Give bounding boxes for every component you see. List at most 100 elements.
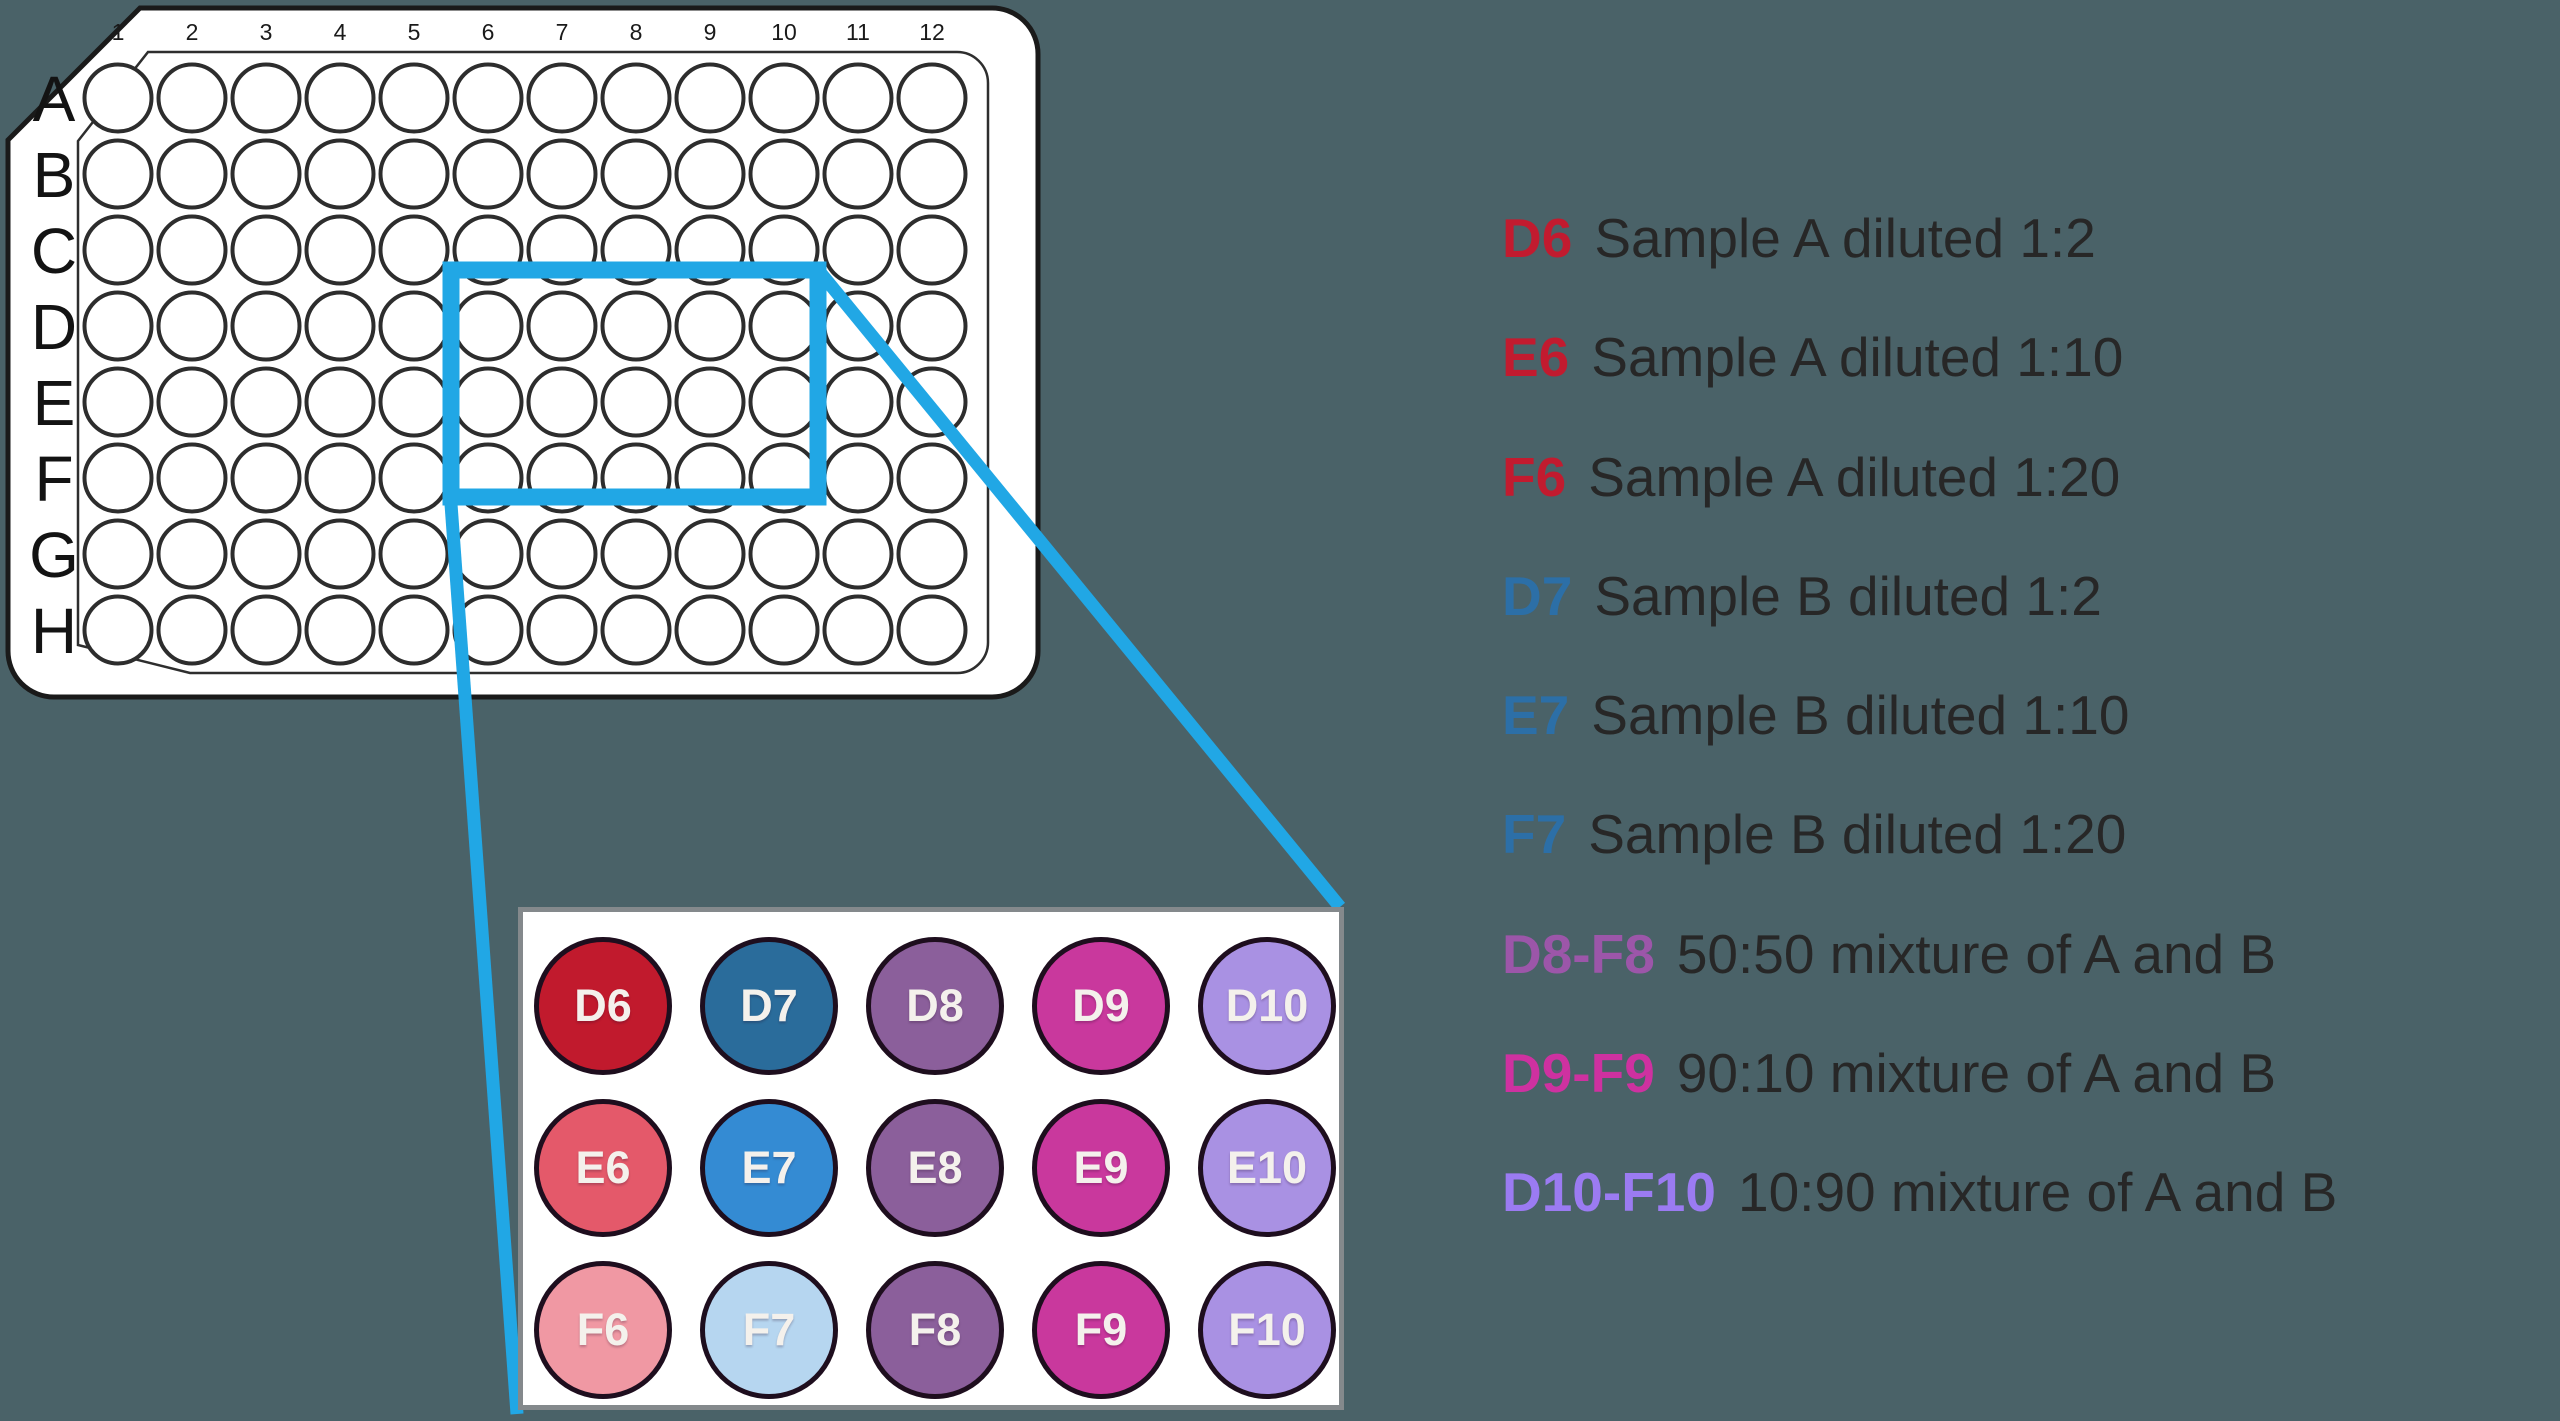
plate-well-G12 [896, 518, 968, 590]
plate-well-D12 [896, 290, 968, 362]
plate-well-B1 [82, 138, 154, 210]
connector-line-left [444, 503, 524, 1415]
plate-well-A10 [748, 62, 820, 134]
zoom-well-D6: D6 [534, 937, 672, 1075]
plate-well-E2 [156, 366, 228, 438]
plate-well-F12 [896, 442, 968, 514]
plate-well-G7 [526, 518, 598, 590]
plate-well-H5 [378, 594, 450, 666]
plate-wells-grid [82, 62, 968, 666]
highlight-rect [442, 261, 827, 506]
plate-well-D2 [156, 290, 228, 362]
zoom-well-label: D6 [574, 980, 632, 1031]
plate-column-label: 3 [260, 19, 273, 45]
plate-row-label: C [31, 215, 77, 287]
plate-column-label: 11 [846, 19, 870, 45]
plate-well-C3 [230, 214, 302, 286]
zoom-well-E7: E7 [700, 1099, 838, 1237]
plate-well-G8 [600, 518, 672, 590]
plate-well-A4 [304, 62, 376, 134]
plate-well-D8 [600, 290, 672, 362]
plate-well-B9 [674, 138, 746, 210]
plate-well-D9 [674, 290, 746, 362]
plate-well-B10 [748, 138, 820, 210]
plate-column-label: 7 [556, 19, 569, 45]
plate-well-D5 [378, 290, 450, 362]
zoom-well-label: E8 [907, 1142, 963, 1193]
plate-well-F3 [230, 442, 302, 514]
plate-row-label: G [29, 519, 79, 591]
plate-row-label: B [33, 139, 76, 211]
zoom-well-label: D8 [906, 980, 964, 1031]
plate-well-G9 [674, 518, 746, 590]
connector-line-right [813, 266, 1346, 912]
plate-well-E11 [822, 366, 894, 438]
plate-well-F1 [82, 442, 154, 514]
plate-well-B4 [304, 138, 376, 210]
zoom-well-D10: D10 [1198, 937, 1336, 1075]
zoom-well-D8: D8 [866, 937, 1004, 1075]
plate-well-G4 [304, 518, 376, 590]
plate-well-C5 [378, 214, 450, 286]
plate-column-label: 5 [408, 19, 421, 45]
plate-well-H2 [156, 594, 228, 666]
zoom-well-F7: F7 [700, 1261, 838, 1399]
zoom-well-label: D10 [1225, 980, 1309, 1031]
plate-well-B7 [526, 138, 598, 210]
plate-well-B8 [600, 138, 672, 210]
zoom-well-label: E6 [575, 1142, 631, 1193]
plate-deck-outline [76, 50, 990, 675]
plate-well-A5 [378, 62, 450, 134]
zoom-well-E6: E6 [534, 1099, 672, 1237]
plate-well-E7 [526, 366, 598, 438]
plate-well-C12 [896, 214, 968, 286]
plate-well-F2 [156, 442, 228, 514]
plate-well-E4 [304, 366, 376, 438]
plate-well-A9 [674, 62, 746, 134]
plate-well-G3 [230, 518, 302, 590]
plate-column-label: 1 [112, 19, 125, 45]
plate-well-G10 [748, 518, 820, 590]
plate-column-label: 6 [482, 19, 495, 45]
zoom-well-label: D7 [740, 980, 798, 1031]
plate-well-H11 [822, 594, 894, 666]
plate-well-D7 [526, 290, 598, 362]
plate-well-G1 [82, 518, 154, 590]
plate-well-B5 [378, 138, 450, 210]
zoom-well-D9: D9 [1032, 937, 1170, 1075]
plate-well-H1 [82, 594, 154, 666]
zoom-well-label: F6 [576, 1304, 630, 1355]
plate-row-label: D [31, 291, 77, 363]
plate-row-label: F [34, 443, 73, 515]
plate-well-D1 [82, 290, 154, 362]
zoom-well-label: D9 [1072, 980, 1130, 1031]
plate-column-label: 2 [186, 19, 199, 45]
plate-well-H4 [304, 594, 376, 666]
plate-well-A12 [896, 62, 968, 134]
zoom-well-E10: E10 [1198, 1099, 1336, 1237]
zoom-well-label: F8 [908, 1304, 962, 1355]
plate-well-A7 [526, 62, 598, 134]
plate-column-label: 4 [334, 19, 347, 45]
plate-well-A1 [82, 62, 154, 134]
plate-well-G2 [156, 518, 228, 590]
zoom-well-label: E10 [1226, 1142, 1308, 1193]
plate-well-C4 [304, 214, 376, 286]
plate-well-E1 [82, 366, 154, 438]
plate-well-D3 [230, 290, 302, 362]
plate-well-F4 [304, 442, 376, 514]
plate-well-A8 [600, 62, 672, 134]
zoom-well-label: F10 [1228, 1304, 1306, 1355]
plate-well-H7 [526, 594, 598, 666]
plate-well-B2 [156, 138, 228, 210]
plate-well-A6 [452, 62, 524, 134]
plate-well-F5 [378, 442, 450, 514]
zoom-well-F6: F6 [534, 1261, 672, 1399]
plate-well-H3 [230, 594, 302, 666]
plate-row-label: E [33, 367, 76, 439]
plate-well-B6 [452, 138, 524, 210]
zoom-well-F10: F10 [1198, 1261, 1336, 1399]
zoom-well-label: E7 [741, 1142, 797, 1193]
